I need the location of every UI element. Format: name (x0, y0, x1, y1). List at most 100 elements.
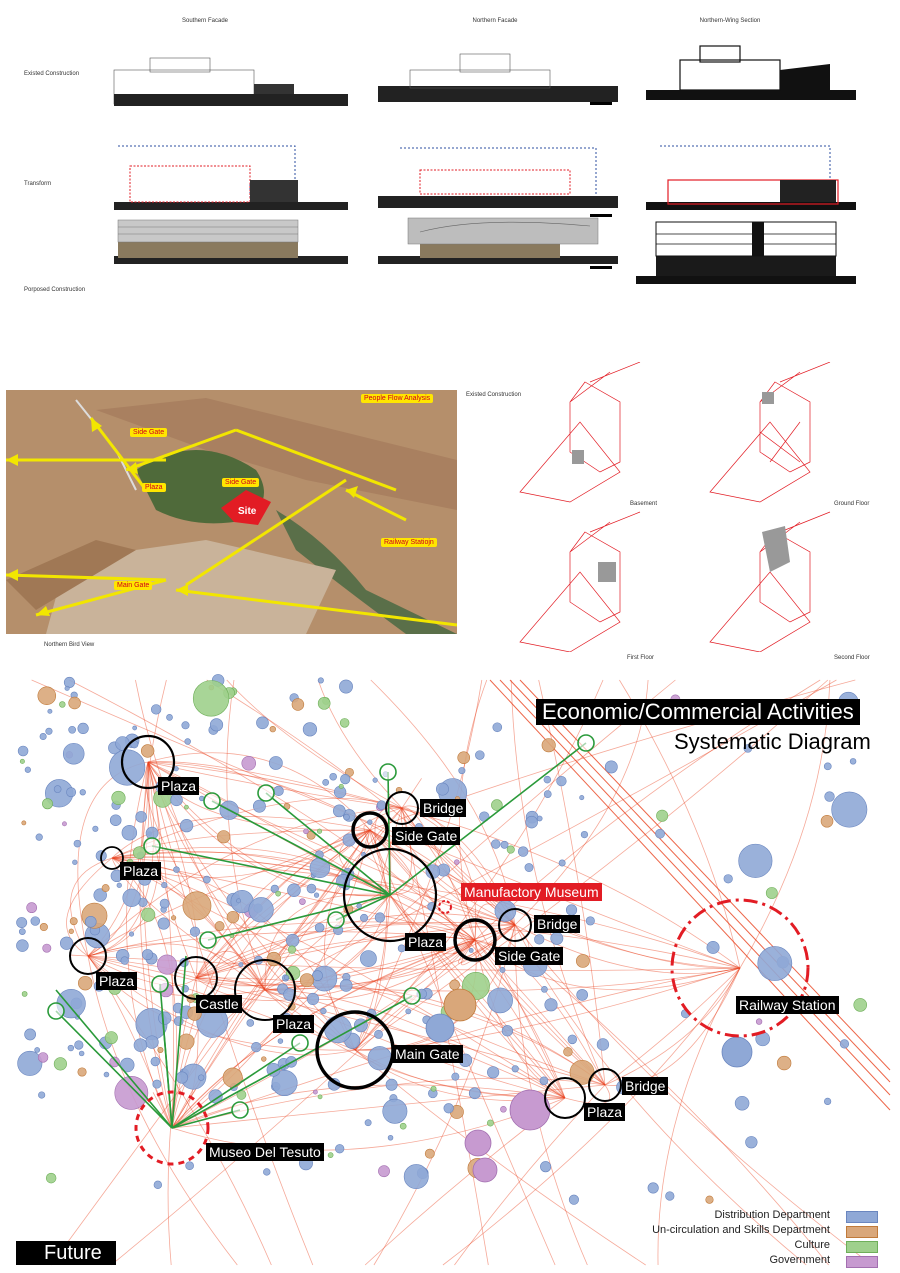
activity-bubble (161, 881, 168, 889)
flow-curve (152, 1092, 173, 1129)
connection-link (55, 989, 173, 1129)
flow-curve (604, 967, 741, 1086)
activity-bubble (430, 1085, 437, 1092)
plan-label-basement: Basement (630, 501, 658, 507)
flow-curve (87, 955, 272, 1266)
node-label-plaza-left: Plaza (120, 862, 162, 880)
activity-bubble (73, 839, 82, 848)
elevation-southern-proposed (114, 219, 348, 264)
activity-bubble (72, 859, 78, 865)
activity-bubble (39, 922, 48, 932)
flow-curve (145, 761, 266, 991)
plan-label-first: First Floor (627, 655, 654, 661)
legend-label-culture: Culture (794, 1239, 830, 1251)
culture-node (291, 1034, 309, 1052)
activity-bubble (655, 828, 665, 839)
flow-curve (195, 950, 266, 991)
flow-curve (474, 939, 566, 1099)
activity-bubble (576, 954, 590, 968)
activity-bubble (487, 987, 513, 1014)
activity-bubble (378, 1165, 390, 1178)
activity-bubble (738, 843, 773, 878)
activity-bubble (53, 1057, 67, 1071)
hub-plaza-far-left (69, 937, 107, 975)
elevation-northern-transform (378, 147, 618, 217)
plan-second (709, 511, 831, 652)
activity-bubble (77, 1067, 87, 1077)
node-label-bridge-top: Bridge (420, 799, 467, 817)
flow-curve (354, 679, 604, 1051)
legend-label-uncirculation: Un-circulation and Skills Department (652, 1224, 830, 1236)
activity-bubble (39, 733, 47, 741)
activity-bubble (734, 1095, 750, 1111)
activity-bubble (367, 819, 373, 825)
flow-curve (50, 829, 371, 1266)
activity-bubble (21, 820, 27, 826)
activity-bubble (275, 890, 281, 897)
connection-link (335, 894, 391, 921)
connection-link (265, 792, 391, 896)
flow-curve (363, 825, 391, 896)
node-label-side-gate-mid: Side Gate (495, 947, 564, 965)
activity-bubble (35, 833, 43, 841)
activity-bubble (16, 917, 28, 929)
flow-curve (147, 761, 741, 969)
flow-curve (87, 943, 266, 991)
activity-bubble (556, 775, 567, 787)
activity-bubble (64, 685, 70, 691)
activity-bubble (425, 1013, 455, 1043)
flow-curve (87, 955, 173, 1129)
activity-bubble (665, 1191, 675, 1201)
activity-bubble (339, 979, 353, 992)
connection-link (161, 1009, 173, 1129)
activity-bubble (93, 888, 107, 902)
activity-bubble (299, 973, 314, 988)
activity-bubble (217, 830, 231, 844)
activity-bubble (269, 725, 276, 733)
tag-site: Site (238, 506, 257, 517)
flow-curve (87, 955, 238, 1266)
flow-curve (401, 778, 422, 809)
node-label-plaza-low: Plaza (584, 1103, 626, 1121)
activity-bubble (236, 898, 242, 904)
floor-plans (519, 362, 831, 652)
activity-bubble (109, 814, 122, 827)
activity-bubble (42, 943, 52, 953)
activity-bubble (121, 825, 138, 841)
activity-bubble (500, 1106, 507, 1113)
activity-bubble (340, 774, 351, 785)
activity-bubble (500, 840, 509, 849)
activity-bubble (424, 1148, 435, 1159)
flow-curve (354, 938, 476, 1051)
flow-curve (355, 894, 391, 930)
flow-curve (226, 679, 403, 809)
flow-curves (31, 679, 873, 1266)
activity-bubble (316, 828, 323, 834)
activity-bubble (184, 804, 189, 810)
flow-curve (31, 679, 741, 969)
activity-bubble (364, 1119, 372, 1127)
activity-bubble (443, 1103, 454, 1114)
activity-bubble (563, 1047, 573, 1057)
node-label-railway: Railway Station (736, 996, 839, 1014)
hub-side-gate-mid (453, 918, 497, 962)
footer-banner: Future (16, 1241, 116, 1265)
activity-bubble (356, 903, 362, 909)
activity-bubble (501, 1025, 514, 1037)
node-label-side-gate-top: Side Gate (392, 827, 461, 845)
flow-curve (195, 924, 476, 979)
activity-bubble (525, 815, 538, 829)
elevation-southern-transform (114, 145, 348, 210)
activity-bubble (656, 809, 669, 822)
activity-bubble (451, 1072, 460, 1081)
activity-bubble (37, 1052, 49, 1063)
activity-bubble (585, 916, 595, 926)
activity-bubble (524, 863, 534, 872)
activity-bubble (320, 1007, 327, 1015)
activity-bubble (157, 954, 177, 975)
activity-bubble (198, 1074, 205, 1081)
activity-bubble (116, 882, 122, 888)
plan-ground (709, 362, 831, 503)
activity-bubble (252, 799, 266, 813)
hub-plaza-low (544, 1077, 586, 1119)
